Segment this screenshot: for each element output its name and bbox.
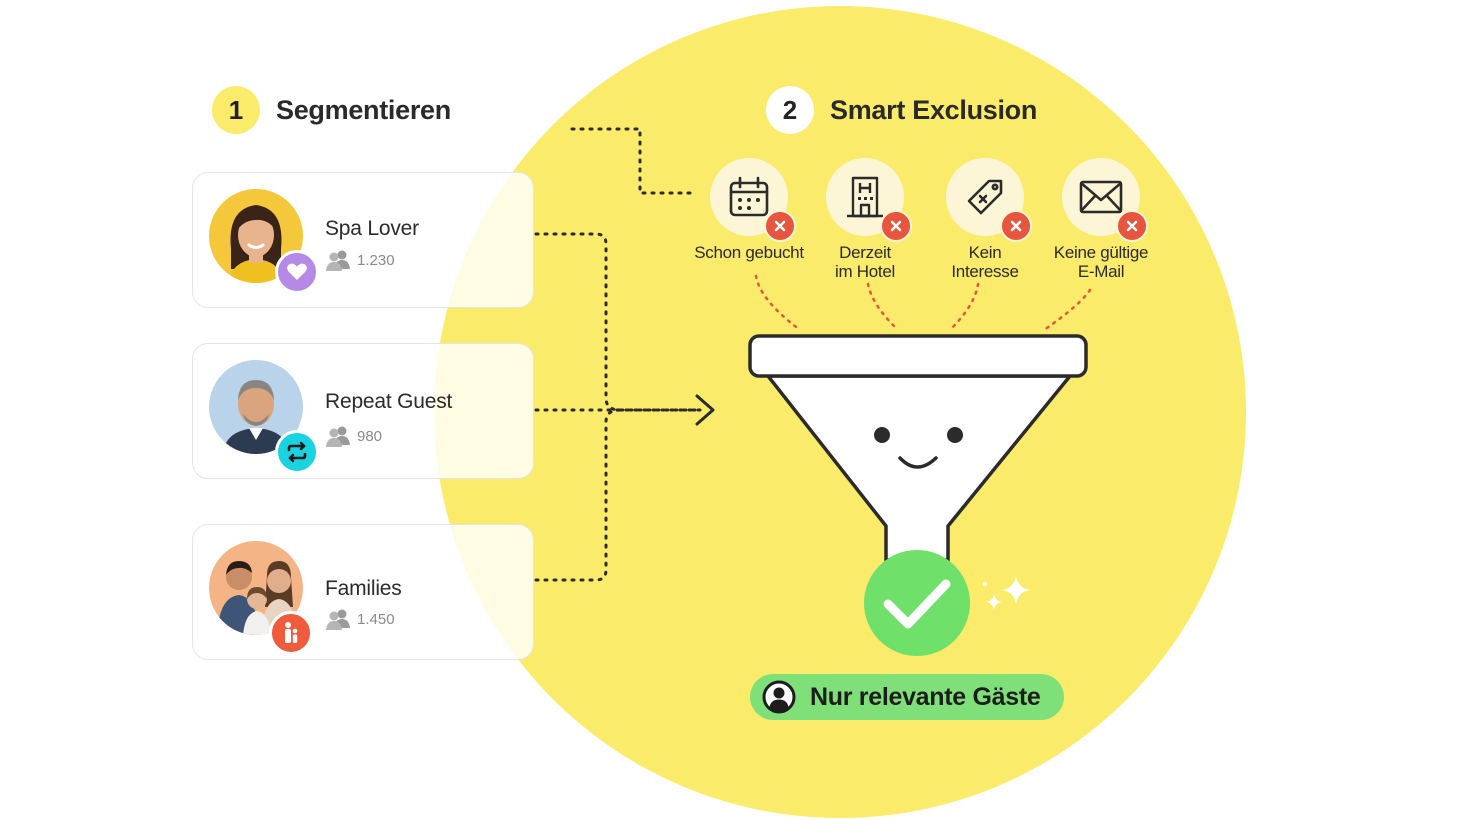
exclusion-label-line-1: Kein bbox=[968, 243, 1002, 262]
exclusion-invalid-email: Keine gültige E-Mail bbox=[1036, 158, 1166, 288]
group-icon bbox=[326, 426, 350, 447]
exclude-x-icon bbox=[880, 210, 912, 242]
funnel-smile bbox=[898, 456, 938, 469]
segment-card-spa-lover[interactable]: Spa Lover 1.230 bbox=[192, 172, 534, 308]
success-check-icon bbox=[864, 550, 970, 656]
arrow-head-icon bbox=[695, 394, 715, 426]
exclusion-label: Keine gültige E-Mail bbox=[1036, 243, 1166, 281]
repeat-icon bbox=[275, 430, 319, 474]
funnel-right-eye bbox=[947, 427, 963, 443]
funnel-icon bbox=[748, 334, 1088, 562]
segment-count: 980 bbox=[325, 425, 382, 447]
sparkle-icon bbox=[983, 576, 1030, 610]
envelope-icon bbox=[1062, 158, 1140, 236]
exclusion-label-line-2: im Hotel bbox=[835, 262, 895, 281]
segment-label: Repeat Guest bbox=[325, 390, 453, 413]
step-1-header: 1 Segmentieren bbox=[212, 86, 451, 134]
exclude-x-icon bbox=[764, 210, 796, 242]
exclusion-label-line-2: E-Mail bbox=[1077, 262, 1125, 281]
exclusion-label: Derzeit im Hotel bbox=[800, 243, 930, 281]
segment-count: 1.230 bbox=[325, 249, 395, 271]
connector-spa-lover bbox=[534, 232, 702, 412]
exclusion-no-interest: Kein Interesse bbox=[920, 158, 1050, 288]
exclude-x-icon bbox=[1116, 210, 1148, 242]
exclusion-label-line-2: Interesse bbox=[951, 262, 1019, 281]
segment-count-value: 1.230 bbox=[357, 251, 395, 269]
segment-label: Families bbox=[325, 577, 402, 600]
result-pill: Nur relevante Gäste bbox=[750, 674, 1064, 720]
segment-count-value: 980 bbox=[357, 427, 383, 445]
exclusion-label: Schon gebucht bbox=[684, 243, 814, 262]
connector-families bbox=[534, 408, 622, 582]
user-circle-icon bbox=[762, 680, 796, 714]
step-1-title: Segmentieren bbox=[276, 94, 451, 125]
step-1-number: 1 bbox=[212, 86, 260, 134]
group-icon bbox=[326, 250, 350, 271]
exclusion-label-line-1: Derzeit bbox=[839, 243, 891, 262]
result-label: Nur relevante Gäste bbox=[810, 682, 1041, 711]
step-2-title: Smart Exclusion bbox=[830, 94, 1038, 125]
exclusion-label: Kein Interesse bbox=[920, 243, 1050, 281]
family-icon bbox=[269, 611, 313, 655]
segment-card-repeat-guest[interactable]: Repeat Guest 980 bbox=[192, 343, 534, 479]
exclusion-line-3 bbox=[948, 282, 980, 332]
exclusion-label-line-1: Keine gültige bbox=[1053, 243, 1149, 262]
segment-count-value: 1.450 bbox=[357, 610, 395, 628]
heart-icon bbox=[275, 250, 319, 294]
exclusion-line-4 bbox=[1042, 288, 1092, 332]
exclusion-connectors bbox=[754, 274, 1092, 332]
segment-card-families[interactable]: Families 1.450 bbox=[192, 524, 534, 660]
funnel-left-eye bbox=[874, 427, 890, 443]
segment-connectors bbox=[534, 232, 702, 582]
step-2-header: 2 Smart Exclusion bbox=[766, 86, 1037, 134]
exclusion-line-2 bbox=[866, 282, 900, 332]
step-2-number: 2 bbox=[766, 86, 814, 134]
exclude-x-icon bbox=[1000, 210, 1032, 242]
exclusion-in-hotel: Derzeit im Hotel bbox=[800, 158, 930, 288]
segment-label: Spa Lover bbox=[325, 217, 419, 240]
exclusion-label-line-1: Schon gebucht bbox=[694, 243, 804, 262]
segment-count: 1.450 bbox=[325, 608, 395, 630]
exclusion-already-booked: Schon gebucht bbox=[684, 158, 814, 288]
connector-step1-to-step2 bbox=[570, 127, 694, 195]
group-icon bbox=[326, 609, 350, 630]
